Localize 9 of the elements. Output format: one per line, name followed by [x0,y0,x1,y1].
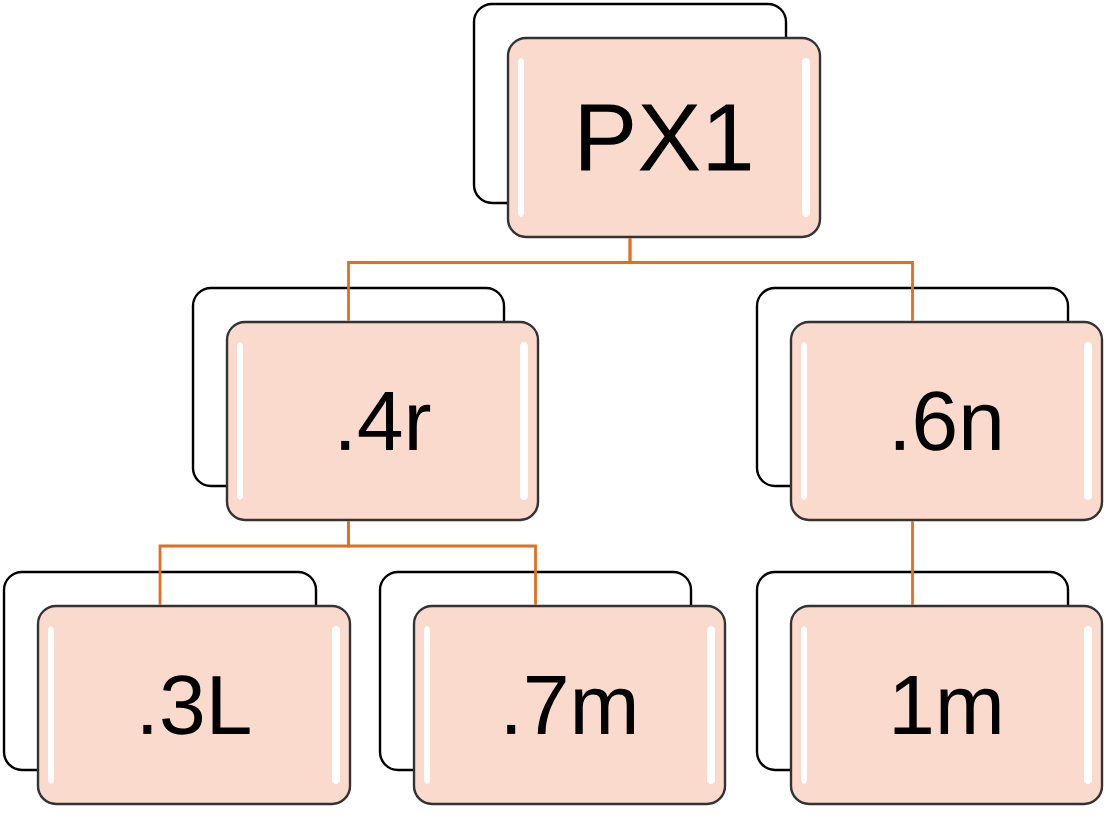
connector-line [347,521,537,605]
stacked-card: .3L [2,570,352,806]
connector-line [628,238,914,321]
connector-line [911,521,914,605]
stacked-card: .6n [755,286,1104,522]
stacked-card: PX1 [472,2,822,239]
stacked-card: .7m [378,570,727,806]
stacked-card: .4r [191,286,540,522]
stacked-card: 1m [755,570,1104,806]
